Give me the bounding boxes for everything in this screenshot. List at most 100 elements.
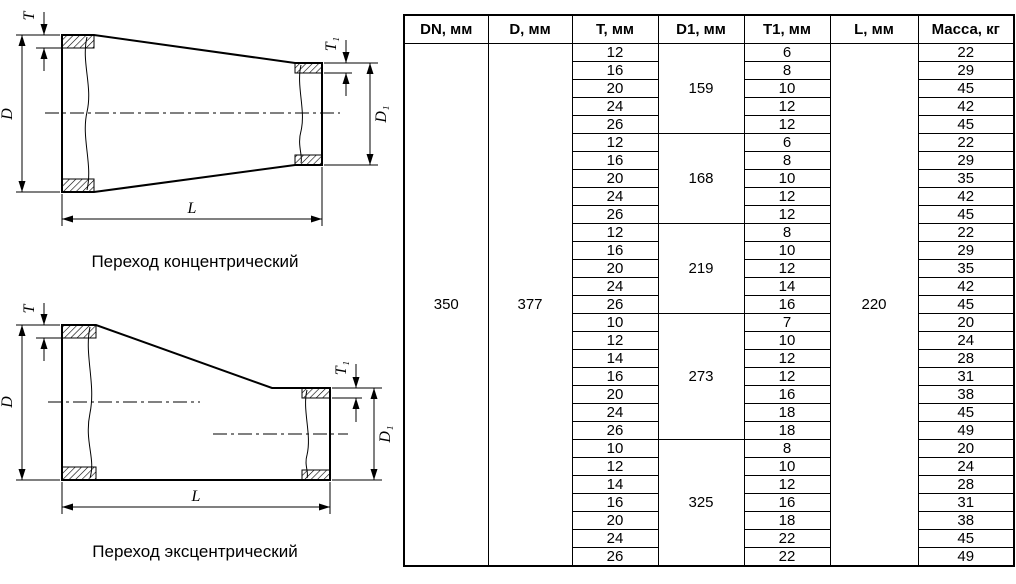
t-value: 12	[571, 457, 659, 476]
mass-value: 20	[917, 313, 1015, 332]
mass-value: 22	[917, 223, 1015, 242]
mass-value: 24	[917, 457, 1015, 476]
mass-value: 49	[917, 547, 1015, 567]
t1-value: 22	[743, 547, 831, 567]
header-t: T, мм	[571, 14, 659, 44]
t-value: 26	[571, 421, 659, 440]
t-value: 16	[571, 61, 659, 80]
mass-value: 45	[917, 115, 1015, 134]
header-t1: T1, мм	[743, 14, 831, 44]
mass-value: 31	[917, 367, 1015, 386]
d1-value: 159	[657, 43, 745, 134]
t1-value: 10	[743, 79, 831, 98]
header-l: L, мм	[829, 14, 919, 44]
t1-value: 12	[743, 205, 831, 224]
dim-label-t1: T₁	[333, 361, 350, 375]
t-value: 24	[571, 277, 659, 296]
dim-label-d1: D₁	[373, 105, 390, 123]
mass-value: 38	[917, 511, 1015, 530]
dimension-t	[36, 303, 62, 361]
table-row: 26 18 49	[404, 421, 1015, 440]
t-value: 12	[571, 331, 659, 350]
t1-value: 12	[743, 475, 831, 494]
t-value: 24	[571, 97, 659, 116]
mass-value: 45	[917, 205, 1015, 224]
dimension-d1	[324, 62, 378, 166]
dim-label-t: T	[21, 10, 38, 20]
t-value: 10	[571, 313, 659, 332]
table-row: 16 10 29	[404, 241, 1015, 260]
t-value: 20	[571, 511, 659, 530]
mass-value: 28	[917, 349, 1015, 368]
t1-value: 8	[743, 61, 831, 80]
table-row: 16 8 29	[404, 61, 1015, 80]
t1-value: 16	[743, 385, 831, 404]
t-value: 16	[571, 493, 659, 512]
d-value: 377	[487, 43, 573, 567]
t-value: 20	[571, 385, 659, 404]
eccentric-reducer-drawing: D T T₁ D₁ L	[0, 303, 394, 514]
mass-value: 22	[917, 133, 1015, 152]
mass-value: 38	[917, 385, 1015, 404]
header-d1: D1, мм	[657, 14, 745, 44]
t1-value: 18	[743, 421, 831, 440]
t1-value: 12	[743, 367, 831, 386]
d1-value: 273	[657, 313, 745, 440]
dim-label-t1: T₁	[323, 37, 340, 51]
t-value: 26	[571, 115, 659, 134]
t-value: 26	[571, 295, 659, 314]
t1-value: 12	[743, 187, 831, 206]
t1-value: 6	[743, 43, 831, 62]
t1-value: 14	[743, 277, 831, 296]
mass-value: 31	[917, 493, 1015, 512]
mass-value: 20	[917, 439, 1015, 458]
dim-label-l: L	[187, 200, 197, 217]
t-value: 20	[571, 259, 659, 278]
t-value: 16	[571, 241, 659, 260]
mass-value: 29	[917, 61, 1015, 80]
mass-value: 45	[917, 79, 1015, 98]
dimension-d1	[332, 387, 382, 481]
t1-value: 12	[743, 259, 831, 278]
d1-value: 168	[657, 133, 745, 224]
mass-value: 29	[917, 241, 1015, 260]
t-value: 26	[571, 205, 659, 224]
dimension-t	[36, 12, 62, 71]
t-value: 24	[571, 529, 659, 548]
t1-value: 10	[743, 241, 831, 260]
t1-value: 12	[743, 115, 831, 134]
t1-value: 16	[743, 493, 831, 512]
dn-value: 350	[403, 43, 489, 567]
mass-value: 45	[917, 403, 1015, 422]
t1-value: 8	[743, 151, 831, 170]
mass-value: 28	[917, 475, 1015, 494]
t-value: 24	[571, 403, 659, 422]
caption-eccentric: Переход эксцентрический	[92, 542, 298, 561]
mass-value: 42	[917, 97, 1015, 116]
t1-value: 7	[743, 313, 831, 332]
t1-value: 8	[743, 223, 831, 242]
mass-value: 29	[917, 151, 1015, 170]
t1-value: 8	[743, 439, 831, 458]
t-value: 12	[571, 43, 659, 62]
d1-value: 219	[657, 223, 745, 314]
mass-value: 42	[917, 277, 1015, 296]
mass-value: 49	[917, 421, 1015, 440]
t-value: 24	[571, 187, 659, 206]
break-lines	[84, 36, 303, 191]
t1-value: 18	[743, 511, 831, 530]
header-dn: DN, мм	[403, 14, 489, 44]
mass-value: 35	[917, 259, 1015, 278]
dimension-d	[16, 34, 60, 193]
dimension-d	[16, 324, 60, 481]
